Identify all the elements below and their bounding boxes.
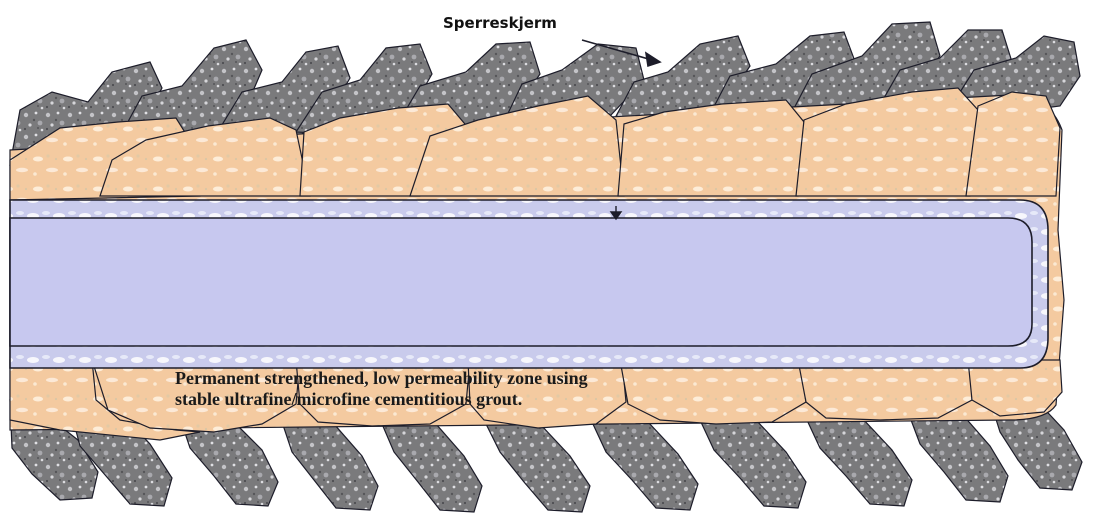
caption-line-2: stable ultrafine/microfine cementitious … — [175, 389, 588, 410]
sperreskjerm-label: Sperreskjerm — [443, 14, 557, 32]
grout-zone-caption: Permanent strengthened, low permeability… — [175, 368, 588, 410]
tunnel-core — [10, 218, 1032, 346]
caption-line-1: Permanent strengthened, low permeability… — [175, 368, 588, 389]
